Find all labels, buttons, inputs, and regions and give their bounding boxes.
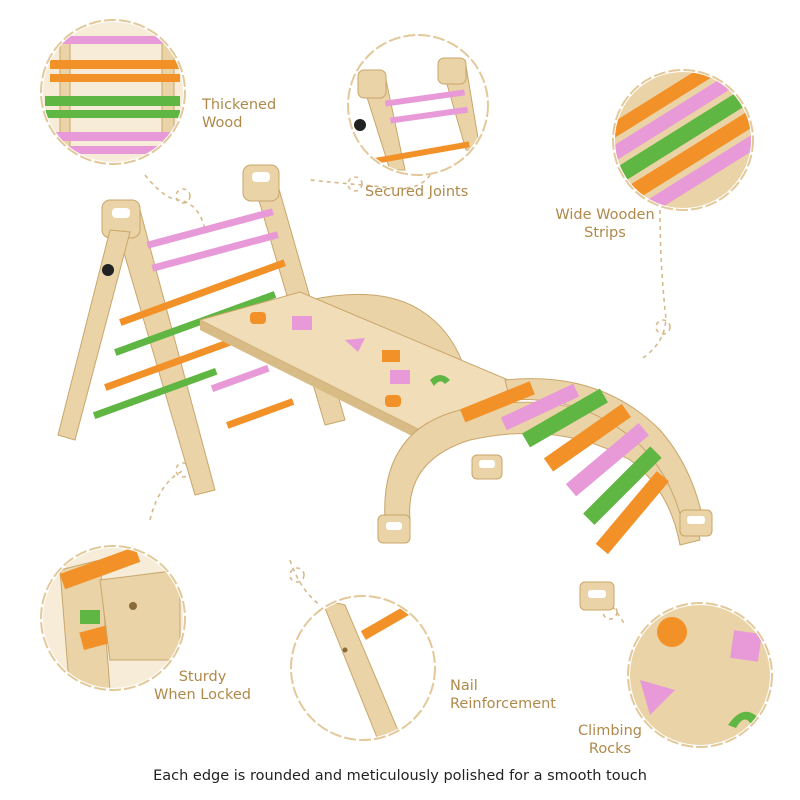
caption: Each edge is rounded and meticulously po…: [153, 768, 647, 784]
climbing-arch: [377, 378, 713, 611]
label-line: Wide Wooden: [555, 207, 655, 223]
connector-lines: [144, 174, 671, 626]
inset-wide-strips: [612, 69, 754, 211]
label-line: Secured Joints: [365, 184, 469, 200]
label-wide-wooden-strips: Wide Wooden Strips: [550, 206, 660, 242]
label-thickened-wood: Thickened Wood: [202, 96, 276, 132]
inset-secured-joints: [347, 34, 489, 176]
inset-sturdy-locked: [40, 545, 186, 691]
inset-nail-reinforcement: [290, 595, 436, 741]
inset-climbing-rocks: [627, 602, 773, 748]
label-sturdy-when-locked: Sturdy When Locked: [150, 668, 255, 704]
label-line: When Locked: [154, 687, 251, 703]
label-line: Climbing: [578, 723, 642, 739]
label-line: Strips: [584, 225, 626, 241]
label-climbing-rocks: Climbing Rocks: [570, 722, 650, 758]
label-line: Rocks: [588, 741, 632, 757]
label-secured-joints: Secured Joints: [365, 183, 468, 201]
label-nail-reinforcement: Nail Reinforcement: [450, 677, 556, 713]
label-line: Thickened: [202, 97, 277, 113]
label-line: Sturdy: [178, 669, 227, 685]
label-line: Reinforcement: [450, 696, 556, 712]
label-line: Wood: [202, 115, 243, 131]
climbing-ramp: [198, 291, 522, 440]
inset-thickened-wood: [40, 19, 186, 165]
label-line: Nail: [450, 678, 478, 694]
